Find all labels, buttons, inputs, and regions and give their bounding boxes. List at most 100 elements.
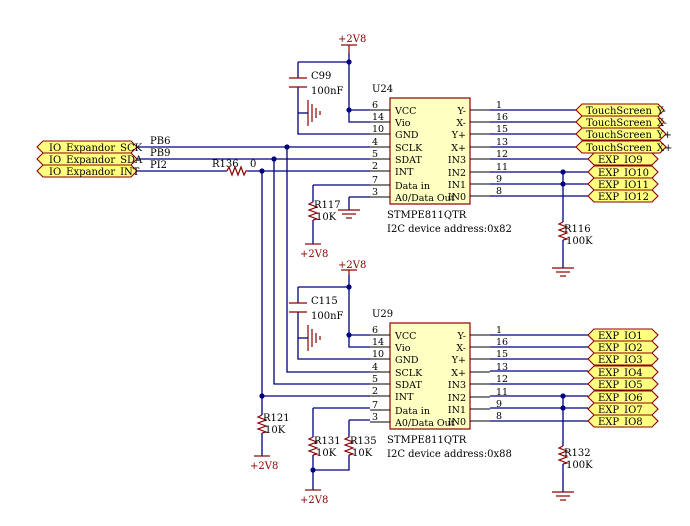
output-port: TouchScreen_X- [575, 115, 667, 129]
pin-number: 3 [372, 187, 378, 198]
power-label-u29: +2V8 [338, 260, 366, 271]
chip-u29-part: STMPE811QTR [387, 435, 467, 446]
pin-name: IN0 [448, 417, 466, 428]
pin-name: Data in [395, 406, 430, 417]
pin-number: 9 [496, 174, 502, 185]
chip-u24-body [389, 97, 471, 205]
chip-u29-body [389, 322, 471, 430]
pin-number: 8 [496, 186, 502, 197]
pin-name: INT [395, 167, 414, 178]
pin-name: INT [395, 392, 414, 403]
pin-name: A0/Data Out [394, 193, 455, 204]
input-port-sck: IO_Expandor_SCK [36, 140, 143, 154]
chip-u24-address: I2C device address:0x82 [387, 224, 512, 235]
pin-number: 1 [496, 325, 502, 336]
chip-u24-part: STMPE811QTR [387, 210, 467, 221]
pin-number: 13 [496, 362, 508, 373]
output-port-shape [587, 152, 659, 166]
resistor-r117-power: +2V8 [300, 249, 328, 260]
resistor-r131-ref: R131 [314, 436, 341, 447]
pin-name: IN3 [448, 380, 466, 391]
output-port: TouchScreen_X+ [575, 140, 672, 154]
pin-name: Y+ [451, 355, 466, 366]
output-port-label: EXP_IO8 [598, 417, 643, 428]
chip-u29-ref: U29 [372, 309, 393, 320]
output-port-label: EXP_IO5 [598, 380, 643, 391]
input-port-int-label: IO_Expandor_INT [49, 167, 140, 178]
output-ports: TouchScreen_Y-TouchScreen_X-TouchScreen_… [575, 103, 672, 428]
resistor-r132: R132 100K [552, 445, 593, 501]
output-port: TouchScreen_Y- [575, 103, 666, 117]
output-port-shape [587, 189, 659, 203]
output-port-label: TouchScreen_Y+ [586, 130, 672, 141]
output-port: EXP_IO11 [587, 177, 659, 191]
output-port-label: TouchScreen_X+ [586, 143, 672, 154]
power-r131: +2V8 [300, 489, 328, 506]
pin-name: X- [456, 118, 466, 129]
pin-number: 1 [496, 100, 502, 111]
output-port: EXP_IO6 [587, 390, 659, 404]
pin-name: A0/Data Out [394, 418, 455, 429]
pin-name: SCLK [395, 368, 423, 379]
pin-number: 15 [496, 124, 508, 135]
pin-number: 11 [496, 387, 508, 398]
capacitor-c115: C115 100nF [289, 296, 344, 322]
output-port-shape [587, 352, 659, 366]
resistor-r131: R131 10K [307, 436, 341, 459]
pin-number: 4 [372, 362, 378, 373]
pin-number: 9 [496, 399, 502, 410]
pin-name: IN1 [448, 180, 466, 191]
resistor-r117-value: 10K [316, 212, 337, 223]
pin-number: 13 [496, 137, 508, 148]
output-port-label: EXP_IO11 [598, 180, 649, 191]
resistor-r131-value: 10K [316, 448, 337, 459]
resistor-r116-value: 100K [566, 236, 593, 247]
pin-name: Data in [395, 181, 430, 192]
ground-u29-cap [298, 325, 321, 351]
pin-number: 6 [372, 325, 378, 336]
power-label-r131: +2V8 [300, 495, 328, 506]
output-port: TouchScreen_Y+ [575, 127, 672, 141]
net-label-pb6: PB6 [150, 136, 170, 147]
output-port-label: EXP_IO3 [598, 355, 643, 366]
pin-name: VCC [394, 106, 416, 117]
output-port-label: EXP_IO9 [598, 155, 643, 166]
pin-number: 8 [496, 411, 502, 422]
pin-name: X+ [451, 368, 466, 379]
output-port: EXP_IO8 [587, 414, 659, 428]
resistor-r117-ref: R117 [314, 200, 341, 211]
output-port-label: EXP_IO10 [598, 168, 649, 179]
output-port-label: EXP_IO12 [598, 192, 649, 203]
pin-name: Vio [394, 118, 411, 129]
pin-number: 5 [372, 149, 378, 160]
output-port-label: EXP_IO2 [598, 343, 643, 354]
resistor-r121-ref: R121 [263, 413, 290, 424]
output-port: EXP_IO7 [587, 402, 659, 416]
ground-u24-a0 [338, 209, 360, 219]
pin-name: SDAT [395, 380, 422, 391]
pin-number: 2 [372, 386, 378, 397]
resistor-r121-value: 10K [265, 425, 286, 436]
output-port: EXP_IO9 [587, 152, 659, 166]
output-port: EXP_IO5 [587, 377, 659, 391]
pin-name: IN0 [448, 192, 466, 203]
capacitor-c115-value: 100nF [311, 311, 344, 322]
pin-number: 15 [496, 349, 508, 360]
output-port-label: EXP_IO6 [598, 393, 643, 404]
junctions [259, 59, 566, 473]
ground-u24-cap [298, 100, 321, 126]
pin-number: 3 [372, 412, 378, 423]
pin-name: X+ [451, 143, 466, 154]
input-port-sda-label: IO_Expandor_SDA [49, 155, 143, 166]
output-port-label: TouchScreen_Y- [586, 106, 666, 117]
capacitor-c115-ref: C115 [311, 296, 338, 307]
pin-number: 16 [496, 337, 508, 348]
input-port-sda: IO_Expandor_SDA [36, 152, 143, 166]
pin-name: Y- [457, 106, 466, 117]
power-u29: +2V8 [338, 260, 366, 275]
pin-number: 12 [496, 374, 508, 385]
capacitor-c99-value: 100nF [311, 86, 344, 97]
resistor-r132-value: 100K [566, 460, 593, 471]
chip-u24: U24 STMPE811QTR I2C device address:0x82 [372, 84, 512, 235]
